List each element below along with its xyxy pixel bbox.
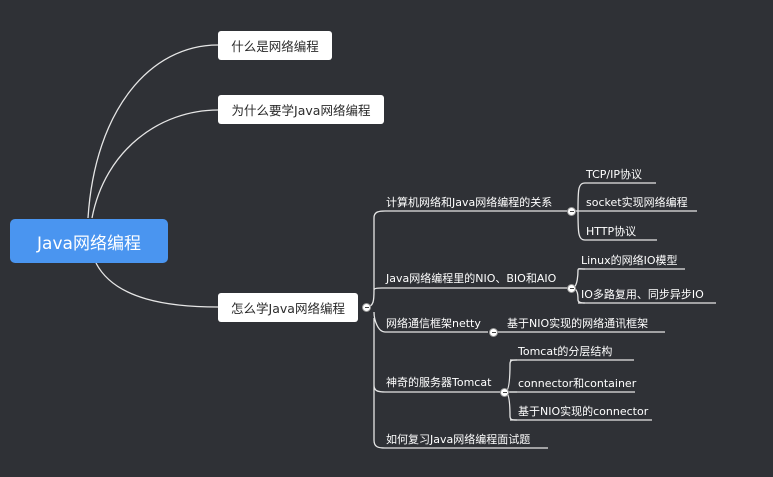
collapse-how-icon[interactable] [362,303,371,312]
topic-tomcat[interactable]: 神奇的服务器Tomcat [385,374,500,390]
branch-what-label: 什么是网络编程 [231,39,319,54]
connector-root-why [91,109,219,219]
leaf-linux-io[interactable]: Linux的网络IO模型 [580,252,690,268]
collapse-tomcat-icon[interactable] [500,388,509,397]
leaf-tomcat-layers[interactable]: Tomcat的分层结构 [517,343,637,359]
branch-how[interactable]: 怎么学Java网络编程 [218,293,358,322]
leaf-netty-nio-label: 基于NIO实现的网络通讯框架 [507,317,649,330]
branch-why[interactable]: 为什么要学Java网络编程 [218,95,384,124]
leaf-io-mux-label: IO多路复用、同步异步IO [581,288,704,301]
leaf-netty-nio[interactable]: 基于NIO实现的网络通讯框架 [506,315,666,331]
topic-network-relation[interactable]: 计算机网络和Java网络编程的关系 [385,194,565,210]
leaf-tcpip-label: TCP/IP协议 [586,168,642,181]
branch-how-label: 怎么学Java网络编程 [231,301,345,316]
topic-tomcat-label: 神奇的服务器Tomcat [386,376,492,389]
leaf-connector-container[interactable]: connector和container [517,375,637,391]
branch-what[interactable]: 什么是网络编程 [218,31,332,60]
leaf-connector-container-label: connector和container [518,377,637,390]
topic-nio-bio-aio-label: Java网络编程里的NIO、BIO和AIO [386,272,557,285]
root-node[interactable]: Java网络编程 [10,219,168,263]
topic-netty-label: 网络通信框架netty [386,317,481,330]
leaf-http-label: HTTP协议 [586,225,637,238]
topic-interview-label: 如何复习Java网络编程面试题 [386,433,531,446]
topic-nio-bio-aio[interactable]: Java网络编程里的NIO、BIO和AIO [385,270,565,286]
leaf-io-mux[interactable]: IO多路复用、同步异步IO [580,286,720,302]
branch-why-label: 为什么要学Java网络编程 [231,103,371,118]
topic-interview[interactable]: 如何复习Java网络编程面试题 [385,431,550,447]
collapse-network-relation-icon[interactable] [567,207,576,216]
leaf-nio-connector-label: 基于NIO实现的connector [518,405,649,418]
connector-root-how [95,262,219,308]
collapse-netty-icon[interactable] [489,328,498,337]
root-label: Java网络编程 [37,233,141,254]
connector-root-what [87,44,219,219]
connector-how-children [365,210,386,449]
topic-netty[interactable]: 网络通信框架netty [385,315,490,331]
topic-network-relation-label: 计算机网络和Java网络编程的关系 [386,196,553,209]
leaf-linux-io-label: Linux的网络IO模型 [581,254,678,267]
collapse-nio-icon[interactable] [567,284,576,293]
leaf-tcpip[interactable]: TCP/IP协议 [585,166,660,182]
leaf-socket-label: socket实现网络编程 [586,196,688,209]
leaf-nio-connector[interactable]: 基于NIO实现的connector [517,403,655,419]
leaf-tomcat-layers-label: Tomcat的分层结构 [518,345,613,358]
leaf-http[interactable]: HTTP协议 [585,223,660,239]
leaf-socket[interactable]: socket实现网络编程 [585,194,700,210]
